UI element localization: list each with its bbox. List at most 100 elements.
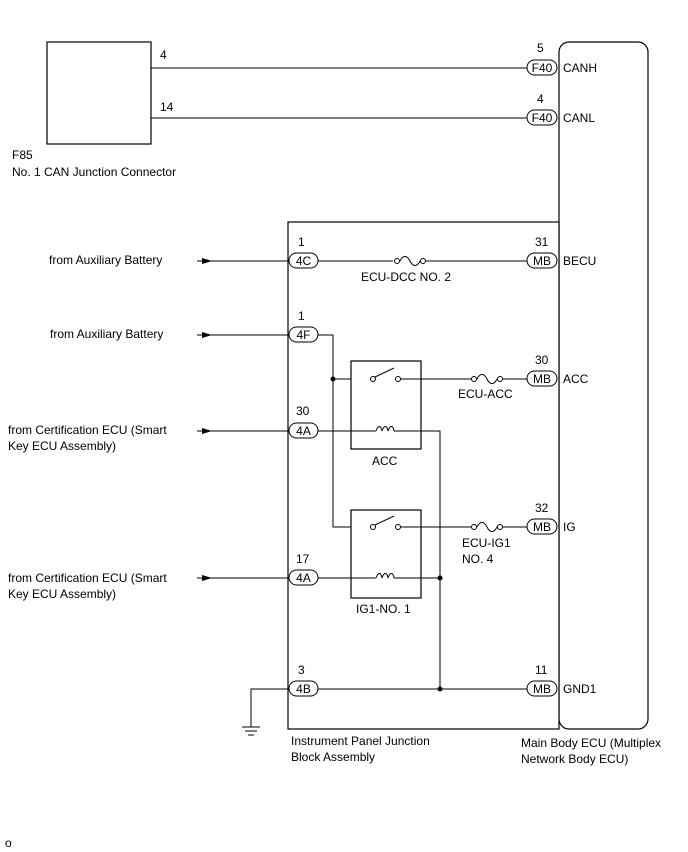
jb-pin-4b-num: 3 <box>298 663 305 677</box>
ecu-pin-becu-num: 31 <box>535 235 549 249</box>
jb-pin-4a-30-pill <box>288 422 319 439</box>
fuse-ecu-dcc-symbol <box>399 256 421 266</box>
ecu-pin-canh-label: CANH <box>563 61 597 75</box>
fuse-ecu-ig1-terminal-a <box>471 524 477 530</box>
ecu-pin-gnd1-pill <box>526 680 558 697</box>
can-pin-canh: 4 <box>160 48 167 62</box>
ecu-pin-acc-label: ACC <box>563 372 589 386</box>
relay-ig1: IG1-NO. 1 <box>350 509 422 616</box>
source-aux-battery-1: from Auxiliary Battery <box>49 253 162 267</box>
ecu-pin-acc: 30 MB ACC <box>526 353 589 387</box>
relay-ig1-switch <box>374 515 395 526</box>
relay-ig1-box <box>350 509 422 599</box>
jb-pin-4c-pill <box>288 252 319 269</box>
junction-dot-ig1-coil <box>437 575 443 581</box>
source-cert-ecu-1-line2: Key ECU Assembly) <box>8 439 116 453</box>
ecu-pin-ig-num: 32 <box>535 501 549 515</box>
fuse-ecu-acc-label: ECU-ACC <box>458 387 513 401</box>
wire-acc-coil-out <box>394 430 441 689</box>
fuse-ecu-ig1-label-1: ECU-IG1 <box>462 536 511 550</box>
ecu-pin-becu: 31 MB BECU <box>526 235 596 269</box>
ecu-pin-gnd1-num: 11 <box>535 663 548 677</box>
fuse-ecu-ig1-symbol <box>476 522 498 532</box>
relay-acc-label: ACC <box>372 454 398 468</box>
ecu-pin-canh-num: 5 <box>537 41 544 55</box>
ecu-pin-acc-num: 30 <box>535 353 549 367</box>
ecu-pin-becu-conn: MB <box>533 254 551 268</box>
relay-ig1-coil <box>375 573 395 579</box>
ecu-pin-gnd1: 11 MB GND1 <box>526 663 597 697</box>
main-ecu-name-1: Main Body ECU (Multiplex <box>521 736 661 750</box>
ecu-pin-canl-label: CANL <box>563 111 595 125</box>
can-connector-name: No. 1 CAN Junction Connector <box>12 165 176 179</box>
junction-block-box <box>287 221 560 730</box>
ground-symbol-icon <box>242 726 260 736</box>
can-pin-canl: 14 <box>160 100 174 114</box>
fuse-ecu-acc-terminal-b <box>497 376 503 382</box>
can-junction-connector: F85 No. 1 CAN Junction Connector 4 14 <box>12 41 176 179</box>
jb-pin-4a-30: 30 4A <box>288 404 319 439</box>
main-body-ecu: Main Body ECU (Multiplex Network Body EC… <box>521 41 661 766</box>
ecu-pin-becu-pill <box>526 252 558 269</box>
ecu-pin-canh-conn: F40 <box>532 61 553 75</box>
ecu-pin-canl-pill <box>526 109 558 126</box>
footer-code: o <box>5 836 12 850</box>
ecu-pin-ig-conn: MB <box>533 520 551 534</box>
jb-pin-4c-conn: 4C <box>296 254 312 268</box>
ecu-pin-ig: 32 MB IG <box>526 501 576 535</box>
ecu-pin-canl: 4 F40 CANL <box>526 92 595 126</box>
jb-pin-4f-conn: 4F <box>296 328 310 342</box>
jb-pin-4b-pill <box>288 680 319 697</box>
fuse-ecu-ig1-terminal-b <box>497 524 503 530</box>
jb-pin-4f-pill <box>288 326 319 343</box>
relay-acc-contact-b <box>395 376 401 382</box>
ecu-pin-gnd1-label: GND1 <box>563 682 597 696</box>
ecu-pin-canh: 5 F40 CANH <box>526 41 597 76</box>
fuse-ecu-ig1-label-2: NO. 4 <box>462 552 494 566</box>
ecu-pin-canh-pill <box>526 59 558 76</box>
relay-acc-coil <box>375 426 395 432</box>
junction-block-name-1: Instrument Panel Junction <box>291 734 430 748</box>
fuse-ecu-dcc-terminal-a <box>394 258 400 264</box>
jb-pin-4c-num: 1 <box>298 235 305 249</box>
relay-acc-switch <box>374 367 395 378</box>
jb-pin-4b-conn: 4B <box>296 682 311 696</box>
jb-pin-4b: 3 4B <box>288 663 319 697</box>
relay-ig1-contact-a <box>370 524 376 530</box>
jb-pin-4a-17: 17 4A <box>288 552 319 586</box>
main-ecu-name-2: Network Body ECU) <box>521 752 628 766</box>
ecu-pin-canl-num: 4 <box>537 92 544 106</box>
source-cert-ecu-2-line1: from Certification ECU (Smart <box>8 571 167 585</box>
ecu-pin-gnd1-conn: MB <box>533 682 551 696</box>
fuse-ecu-dcc-terminal-b <box>420 258 426 264</box>
wire-ground-drop <box>250 688 289 727</box>
ecu-pin-acc-pill <box>526 370 558 387</box>
ecu-pin-canl-conn: F40 <box>532 111 553 125</box>
relay-ig1-label: IG1-NO. 1 <box>356 602 411 616</box>
relay-acc-box <box>350 360 422 450</box>
source-cert-ecu-1-line1: from Certification ECU (Smart <box>8 423 167 437</box>
fuse-ecu-acc-terminal-a <box>471 376 477 382</box>
junction-block-name-2: Block Assembly <box>291 750 375 764</box>
ecu-pin-ig-pill <box>526 518 558 535</box>
jb-pin-4f: 1 4F <box>288 309 319 343</box>
ecu-pin-becu-label: BECU <box>563 254 596 268</box>
jb-pin-4a-17-conn: 4A <box>296 571 311 585</box>
ecu-pin-ig-label: IG <box>563 520 576 534</box>
ecu-pin-acc-conn: MB <box>533 372 551 386</box>
junction-dot-gnd <box>437 686 443 692</box>
relay-ig1-contact-b <box>395 524 401 530</box>
jb-pin-4f-num: 1 <box>298 309 305 323</box>
junction-dot-acc <box>330 376 336 382</box>
jb-pin-4c: 1 4C <box>288 235 319 269</box>
junction-block: Instrument Panel Junction Block Assembly <box>287 221 560 764</box>
jb-pin-4a-17-pill <box>288 569 319 586</box>
jb-pin-4a-17-num: 17 <box>296 552 310 566</box>
fuse-ecu-acc-symbol <box>476 374 498 384</box>
relay-acc-contact-a <box>370 376 376 382</box>
jb-pin-4a-30-conn: 4A <box>296 424 311 438</box>
jb-pin-4a-30-num: 30 <box>296 404 310 418</box>
can-connector-id: F85 <box>12 148 33 162</box>
source-cert-ecu-2-line2: Key ECU Assembly) <box>8 587 116 601</box>
